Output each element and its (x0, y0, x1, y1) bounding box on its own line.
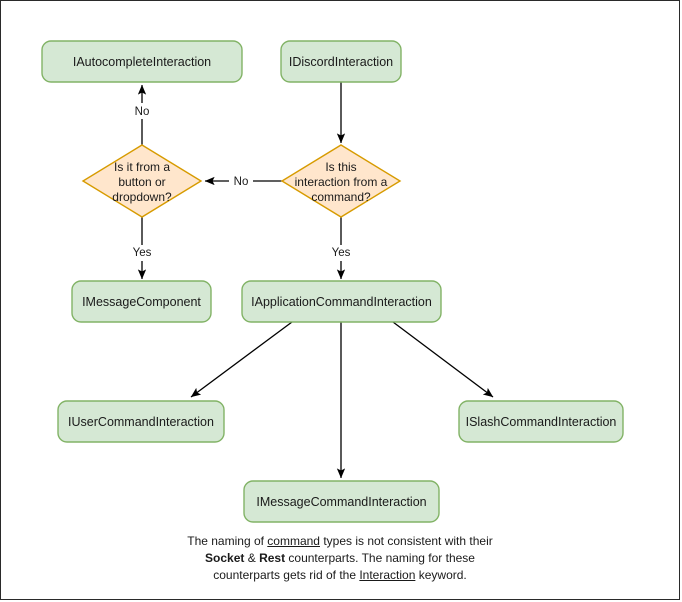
edge-label-no-vertical: No (135, 106, 150, 118)
node-label-application-command-interaction: IApplicationCommandInteraction (251, 295, 432, 309)
caption-underline-interaction: Interaction (359, 568, 416, 582)
node-label-message-command-interaction: IMessageCommandInteraction (256, 495, 426, 509)
edge-button-decision-to-message-component: Yes (128, 217, 156, 280)
caption-line2-text-c: counterparts. The naming for these (285, 551, 475, 565)
node-decision-from-command[interactable]: Is this interaction from a command? (280, 144, 402, 218)
edge-command-decision-to-button-decision: No (204, 173, 282, 189)
node-discord-interaction[interactable]: IDiscordInteraction (280, 40, 402, 83)
caption-underline-command: command (267, 534, 320, 548)
caption-line-2: Socket & Rest counterparts. The naming f… (1, 550, 679, 567)
diagram-caption: The naming of command types is not consi… (1, 533, 679, 584)
edge-command-decision-to-app-command: Yes (327, 217, 355, 280)
node-message-component[interactable]: IMessageComponent (71, 280, 212, 323)
edge-app-command-to-slash-command (392, 321, 494, 398)
caption-bold-socket: Socket (205, 551, 245, 565)
node-slash-command-interaction[interactable]: ISlashCommandInteraction (458, 400, 624, 443)
edge-label-no-horizontal: No (234, 176, 249, 188)
node-label-slash-command-interaction: ISlashCommandInteraction (466, 415, 617, 429)
node-label-decision-command-line2: interaction from a (295, 175, 388, 189)
caption-line-3: counterparts gets rid of the Interaction… (1, 567, 679, 584)
node-autocomplete-interaction[interactable]: IAutocompleteInteraction (41, 40, 243, 83)
node-label-decision-command-line3: command? (311, 190, 371, 204)
caption-line3-text-a: counterparts gets rid of the (213, 568, 360, 582)
edge-button-decision-to-autocomplete: No (130, 84, 154, 145)
caption-line3-text-b: keyword. (415, 568, 467, 582)
node-label-decision-command-line1: Is this (325, 160, 356, 174)
edge-label-yes-left: Yes (133, 247, 152, 259)
caption-line1-text-a: The naming of (187, 534, 268, 548)
node-label-autocomplete-interaction: IAutocompleteInteraction (73, 55, 211, 69)
caption-line-1: The naming of command types is not consi… (1, 533, 679, 550)
node-message-command-interaction[interactable]: IMessageCommandInteraction (243, 480, 440, 523)
node-user-command-interaction[interactable]: IUserCommandInteraction (57, 400, 225, 443)
node-label-user-command-interaction: IUserCommandInteraction (68, 415, 214, 429)
edge-label-yes-right: Yes (332, 247, 351, 259)
edge-app-command-to-user-command (190, 321, 293, 398)
caption-line1-text-b: types is not consistent with their (319, 534, 493, 548)
node-label-message-component: IMessageComponent (82, 295, 201, 309)
node-label-decision-button-line1: Is it from a (114, 160, 170, 174)
node-label-discord-interaction: IDiscordInteraction (289, 55, 393, 69)
node-label-decision-button-line3: dropdown? (112, 190, 172, 204)
caption-ampersand: & (244, 551, 260, 565)
node-decision-button-or-dropdown[interactable]: Is it from a button or dropdown? (81, 144, 203, 218)
node-application-command-interaction[interactable]: IApplicationCommandInteraction (241, 280, 442, 323)
node-label-decision-button-line2: button or (118, 175, 165, 189)
caption-bold-rest: Rest (259, 551, 286, 565)
